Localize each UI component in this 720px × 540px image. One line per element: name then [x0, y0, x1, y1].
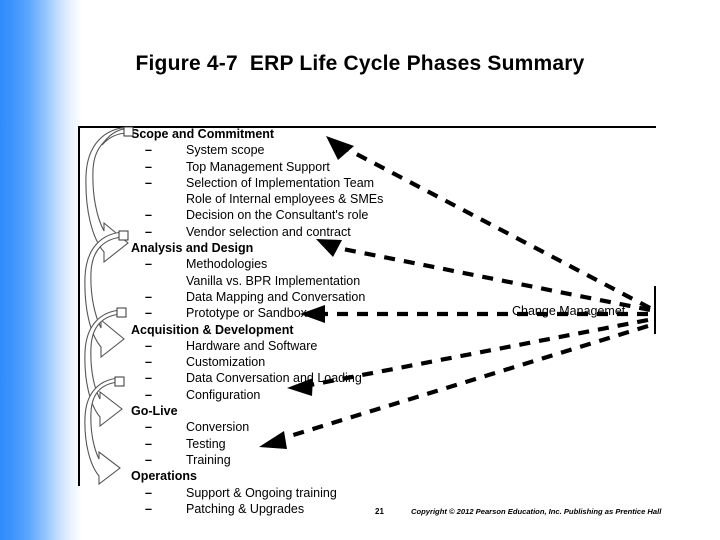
bullet-dash: – — [145, 420, 152, 435]
phase-item-label: Data Conversation and Loading — [186, 371, 362, 386]
change-management-label: Change Managemet — [512, 304, 626, 318]
phase-item: – Data Mapping and Conversation — [131, 289, 551, 305]
phase-item: – Support & Ongoing training — [131, 485, 551, 501]
bullet-dash: – — [145, 338, 152, 353]
phase-item-label: Customization — [186, 355, 266, 370]
phase-item: –Role of Internal employees & SMEs — [131, 191, 551, 207]
phase-item-label: Support & Ongoing training — [186, 485, 337, 500]
phase-item: – Patching & Upgrades — [131, 501, 551, 517]
phase-item: – Decision on the Consultant's role — [131, 207, 551, 223]
phase-item: – Data Conversation and Loading — [131, 370, 551, 386]
phase-header: Analysis and Design — [131, 241, 254, 256]
bullet-dash: – — [145, 485, 152, 500]
phase-block: Operations–Support & Ongoing training–Pa… — [131, 468, 551, 517]
phase-block: Go-Live–Conversion–Testing–Training — [131, 403, 551, 468]
figure-frame — [78, 126, 656, 486]
phase-item-label: Top Management Support — [186, 159, 330, 174]
phase-block: Scope and Commitment – System scope – Top Ma… — [131, 126, 551, 240]
phase-item: – Configuration — [131, 387, 551, 403]
phase-item-label: Prototype or Sandbox — [186, 306, 307, 321]
bullet-dash: – — [145, 436, 152, 451]
phase-block: Analysis and Design–Methodologies–Vanill… — [131, 240, 551, 321]
phase-item: – Training — [131, 452, 551, 468]
phase-item-label: Decision on the Consultant's role — [186, 208, 369, 223]
bullet-dash: – — [145, 257, 152, 272]
phase-item: – Testing — [131, 436, 551, 452]
phase-item: – System scope — [131, 142, 551, 158]
bullet-dash: – — [145, 159, 152, 174]
bullet-dash: – — [145, 143, 152, 158]
phase-item: –Vanilla vs. BPR Implementation — [131, 273, 551, 289]
phase-item: – Hardware and Software — [131, 338, 551, 354]
phase-item-label: Patching & Upgrades — [186, 501, 305, 516]
bullet-dash: – — [145, 452, 152, 467]
phase-item-label: Selection of Implementation Team — [186, 175, 375, 190]
phase-item-label: System scope — [186, 143, 265, 158]
frame-left-rule — [78, 126, 80, 486]
phase-item-label: Data Mapping and Conversation — [186, 289, 366, 304]
bullet-dash: – — [145, 208, 152, 223]
phase-item: – Vendor selection and contract — [131, 224, 551, 240]
bullet-dash: – — [145, 355, 152, 370]
phase-list: Scope and Commitment – System scope – Top Ma… — [131, 126, 551, 517]
bullet-dash: – — [145, 289, 152, 304]
phase-header: Scope and Commitment — [131, 127, 275, 141]
bullet-dash: – — [145, 501, 152, 516]
left-gradient-band — [0, 0, 82, 540]
phase-header: Acquisition & Development — [131, 322, 294, 337]
phase-item: – Conversion — [131, 419, 551, 435]
phase-block: Acquisition & Development–Hardware and S… — [131, 322, 551, 403]
phase-item-label: Configuration — [186, 387, 261, 402]
phase-item-label: Training — [186, 452, 231, 467]
phase-item: – Selection of Implementation Team — [131, 175, 551, 191]
footer-page-number: 21 — [375, 507, 384, 516]
phase-item: – Methodologies — [131, 256, 551, 272]
phase-item-label: Testing — [186, 436, 226, 451]
phase-item-label: Vanilla vs. BPR Implementation — [186, 273, 361, 288]
phase-item-label: Vendor selection and contract — [186, 224, 351, 239]
frame-right-tick — [654, 286, 656, 334]
bullet-dash: – — [145, 371, 152, 386]
phase-item-label: Hardware and Software — [186, 338, 318, 353]
bullet-dash: – — [145, 306, 152, 321]
frame-top-rule — [78, 126, 656, 128]
phase-item: – Prototype or Sandbox — [131, 305, 551, 321]
bullet-dash: – — [145, 387, 152, 402]
phase-header: Operations — [131, 469, 197, 484]
phase-item-label: Role of Internal employees & SMEs — [186, 192, 384, 207]
phase-item: – Customization — [131, 354, 551, 370]
phase-item-label: Methodologies — [186, 257, 268, 272]
bullet-dash: – — [145, 224, 152, 239]
phase-item: – Top Management Support — [131, 159, 551, 175]
phase-item-label: Conversion — [186, 420, 250, 435]
bullet-dash: – — [145, 175, 152, 190]
footer-copyright: Copyright © 2012 Pearson Education, Inc.… — [411, 507, 662, 516]
phase-header: Go-Live — [131, 404, 178, 419]
page-title: Figure 4-7 ERP Life Cycle Phases Summary — [135, 52, 585, 75]
